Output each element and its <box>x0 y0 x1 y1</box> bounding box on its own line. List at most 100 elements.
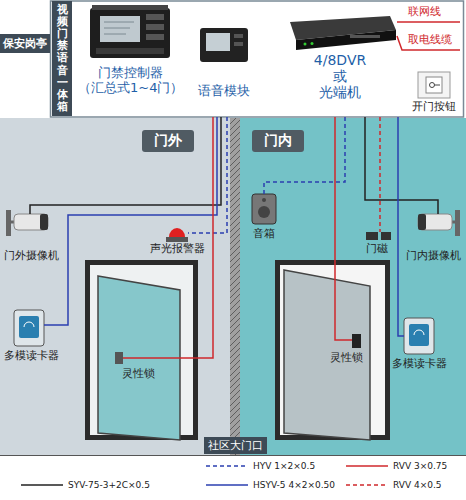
backgrounds-part <box>0 455 466 456</box>
inner-camera-part <box>418 214 426 230</box>
legend-item: SYV-75-3+2C×0.5 <box>20 480 150 490</box>
siren-part <box>169 228 185 237</box>
device-label: 音箱 <box>253 228 275 241</box>
gate-tag: 社区大门口 <box>204 437 267 454</box>
inner-card-reader-part <box>414 330 424 335</box>
access-controller-part <box>146 34 164 40</box>
device-label: 开门按钮 <box>412 101 456 114</box>
guard-booth-tag: 保安岗亭 <box>0 34 50 53</box>
voice-module-part <box>234 42 243 46</box>
inner-camera <box>418 210 460 236</box>
legend-text: HYV 1×2×0.5 <box>253 461 315 471</box>
inner-door <box>278 263 388 441</box>
device-label: 灵性锁 <box>122 368 155 381</box>
access-controller-part <box>92 5 168 10</box>
legend-text: HSYV-5 4×2×0.50 <box>253 480 335 490</box>
legend-sample <box>345 481 389 489</box>
node-text: 保安岗亭 <box>3 37 47 50</box>
dvr-part <box>296 30 396 50</box>
access-controller-part <box>100 16 140 42</box>
inner-card-reader <box>404 318 434 354</box>
inner-door-part <box>284 270 370 440</box>
legend-sample-line <box>21 484 63 486</box>
access-controller-part <box>90 8 170 58</box>
exit-button-part <box>426 77 442 93</box>
wall-part <box>230 118 240 455</box>
wall-part <box>230 118 240 455</box>
outer-card-reader <box>14 310 44 346</box>
inner-camera-part <box>418 214 452 230</box>
dvr <box>290 16 396 50</box>
legend-sample-line <box>206 484 248 486</box>
voice-module <box>200 28 248 62</box>
wires-part <box>264 117 345 194</box>
speaker-part <box>252 194 276 224</box>
access-controller <box>90 5 170 58</box>
access-controller-part <box>146 14 164 20</box>
device-label: 多模读卡器 <box>4 350 59 363</box>
outer-camera <box>6 210 48 236</box>
siren <box>166 228 188 242</box>
legend-item: HSYV-5 4×2×0.50 <box>205 480 335 490</box>
wires-part <box>44 117 217 325</box>
siren-part <box>166 237 188 242</box>
legend-item: HYV 1×2×0.5 <box>205 461 315 471</box>
legend-item: RVV 4×0.5 <box>345 480 442 490</box>
dvr-part <box>311 42 314 45</box>
wall <box>230 118 240 455</box>
device-label: 灵性锁 <box>330 352 363 365</box>
device-label: 4/8DVR 或 光端机 <box>312 52 368 100</box>
device-label: 门外摄像机 <box>4 250 59 263</box>
backgrounds-part <box>240 118 466 455</box>
door-contact <box>366 232 391 240</box>
power-network-cables <box>397 22 460 50</box>
wires-part <box>30 117 221 214</box>
legend-text: RVV 4×0.5 <box>393 480 442 490</box>
outer-door-part <box>115 352 123 364</box>
device-label: 声光报警器 <box>150 243 205 256</box>
legend-sample <box>20 481 64 489</box>
speaker-part <box>258 206 270 218</box>
door-contact-part <box>366 232 378 240</box>
node-text: 视频门禁语音一体箱 <box>57 4 68 113</box>
access-controller-part <box>96 48 164 54</box>
legend-text: SYV-75-3+2C×0.5 <box>68 480 150 490</box>
wires-part <box>379 117 381 232</box>
legend-sample-line <box>346 484 388 486</box>
outer-camera-part <box>40 214 48 230</box>
voice-module-part <box>234 34 243 38</box>
node-text: 社区大门口 <box>208 439 263 452</box>
wires-part <box>398 117 404 336</box>
backgrounds-part <box>0 118 230 455</box>
dvr-part <box>304 43 307 46</box>
node-text: 门外 <box>154 132 182 150</box>
exit-button <box>418 72 450 98</box>
cabinet-title-column: 视频门禁语音一体箱 <box>52 1 72 116</box>
inner-card-reader-part <box>404 318 434 354</box>
device-label: 门内摄像机 <box>406 250 461 263</box>
voice-module-part <box>206 33 230 51</box>
legend-sample <box>345 462 389 470</box>
speaker <box>252 194 276 224</box>
access-controller-part <box>104 22 134 23</box>
outer-card-reader-part <box>19 316 39 338</box>
legend-sample-line <box>346 465 388 467</box>
outer-camera-part <box>14 214 48 230</box>
device-label: 门磁 <box>366 243 388 256</box>
cable-label: 联网线 <box>408 6 441 19</box>
wires-part <box>123 117 213 358</box>
inner-camera-part <box>455 210 460 236</box>
voice-module-part <box>200 28 248 62</box>
legend-sample <box>205 462 249 470</box>
dvr-part <box>350 35 380 38</box>
outer-camera-part <box>6 210 11 236</box>
outer-card-reader-part <box>14 310 44 346</box>
exit-button-part <box>418 72 450 98</box>
legend-sample-line <box>206 465 248 467</box>
inner-card-reader-part <box>409 324 429 346</box>
backgrounds-part <box>0 0 466 118</box>
wires-part <box>365 117 438 214</box>
device-label: 语音模块 <box>198 84 250 99</box>
